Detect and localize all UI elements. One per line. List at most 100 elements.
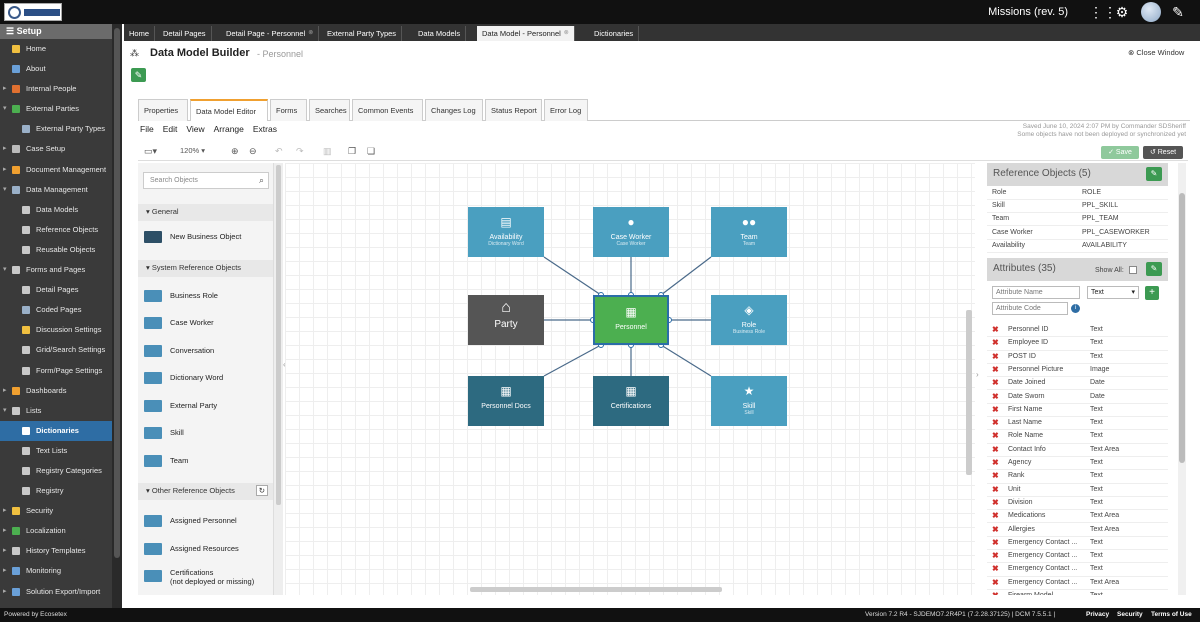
- delete-attribute-icon[interactable]: ✖: [992, 431, 999, 441]
- expand-toggle-icon[interactable]: ▸: [3, 527, 7, 535]
- canvas-vertical-scrollbar[interactable]: [966, 310, 972, 475]
- sidebar-item[interactable]: Reference Objects: [0, 220, 112, 240]
- attribute-name-input[interactable]: Attribute Name: [992, 286, 1080, 299]
- sidebar-item[interactable]: ▸Localization: [0, 521, 112, 541]
- palette-item[interactable]: Business Role: [144, 286, 218, 306]
- canvas-horizontal-scrollbar[interactable]: [470, 587, 722, 592]
- attribute-code-input[interactable]: Attribute Code: [992, 302, 1068, 315]
- terms-link[interactable]: Terms of Use: [1151, 611, 1192, 618]
- delete-attribute-icon[interactable]: ✖: [992, 418, 999, 428]
- expand-toggle-icon[interactable]: ▸: [3, 85, 7, 93]
- to-back-icon[interactable]: ❏: [367, 146, 376, 156]
- palette-item[interactable]: External Party: [144, 396, 217, 416]
- delete-attribute-icon[interactable]: ✖: [992, 471, 999, 481]
- sidebar-item[interactable]: ▸History Templates: [0, 541, 112, 561]
- sidebar-item[interactable]: ▸Security: [0, 501, 112, 521]
- editor-tab[interactable]: Properties: [138, 99, 188, 121]
- sidebar-header[interactable]: ☰ Setup: [0, 24, 112, 39]
- delete-attribute-icon[interactable]: ✖: [992, 564, 999, 574]
- search-objects-input[interactable]: Search Objects⌕: [143, 172, 269, 189]
- delete-attribute-icon[interactable]: ✖: [992, 404, 999, 414]
- menu-item[interactable]: Extras: [252, 124, 277, 134]
- tab-item[interactable]: Dictionaries: [589, 26, 640, 41]
- zoom-in-icon[interactable]: ⊕: [231, 146, 239, 156]
- sidebar-item[interactable]: Registry Categories: [0, 461, 112, 481]
- menu-item[interactable]: View: [186, 124, 205, 134]
- delete-attribute-icon[interactable]: ✖: [992, 497, 999, 507]
- attribute-row[interactable]: ✖Emergency Contact ...Text: [987, 537, 1168, 551]
- user-avatar[interactable]: [1141, 2, 1161, 22]
- collapse-left-handle[interactable]: ‹: [283, 360, 286, 369]
- show-all-toggle[interactable]: Show All:: [1095, 266, 1137, 274]
- connector-line[interactable]: [543, 344, 602, 377]
- diagram-node-certifications[interactable]: ▦Certifications: [593, 376, 669, 426]
- delete-attribute-icon[interactable]: ✖: [992, 524, 999, 534]
- gear-icon[interactable]: ⚙: [1115, 4, 1129, 20]
- sidebar-item[interactable]: Reusable Objects: [0, 240, 112, 260]
- edit-attributes-button[interactable]: ✎: [1146, 262, 1162, 276]
- attribute-row[interactable]: ✖Emergency Contact ...Text: [987, 563, 1168, 577]
- sidebar-item[interactable]: ▸Solution Export/Import: [0, 582, 112, 602]
- apps-grid-icon[interactable]: ⋮⋮: [1089, 4, 1117, 20]
- tab-close-icon[interactable]: ⊗: [308, 30, 314, 36]
- sidebar-item[interactable]: About: [0, 59, 112, 79]
- palette-item[interactable]: Assigned Resources: [144, 539, 239, 559]
- expand-toggle-icon[interactable]: ▸: [3, 567, 7, 575]
- menu-item[interactable]: Edit: [162, 124, 178, 134]
- delete-attribute-icon[interactable]: ✖: [992, 338, 999, 348]
- sidebar-item[interactable]: Discussion Settings: [0, 320, 112, 340]
- zoom-out-icon[interactable]: ⊖: [249, 146, 257, 156]
- sidebar-item[interactable]: Form/Page Settings: [0, 361, 112, 381]
- delete-attribute-icon[interactable]: ✖: [992, 378, 999, 388]
- save-button[interactable]: ✓ Save: [1101, 146, 1139, 159]
- tab-item[interactable]: Detail Pages: [158, 26, 212, 41]
- expand-toggle-icon[interactable]: ▾: [3, 185, 7, 193]
- editor-tab[interactable]: Forms: [270, 99, 307, 121]
- delete-attribute-icon[interactable]: ✖: [992, 391, 999, 401]
- editor-tab[interactable]: Changes Log: [425, 99, 483, 121]
- wrench-icon[interactable]: ✎: [1172, 4, 1184, 20]
- undo-icon[interactable]: ↶: [275, 146, 283, 156]
- delete-attribute-icon[interactable]: ✖: [992, 511, 999, 521]
- attribute-row[interactable]: ✖Firearm ModelText: [987, 590, 1168, 595]
- sidebar-item[interactable]: Coded Pages: [0, 300, 112, 320]
- expand-toggle-icon[interactable]: ▸: [3, 145, 7, 153]
- editor-tab[interactable]: Searches: [309, 99, 350, 121]
- refresh-icon[interactable]: ↻: [255, 485, 268, 496]
- delete-attribute-icon[interactable]: ✖: [992, 444, 999, 454]
- tab-item[interactable]: Detail Page - Personnel⊗: [221, 26, 320, 41]
- delete-attribute-icon[interactable]: ✖: [992, 364, 999, 374]
- sidebar-item[interactable]: ▸Internal People: [0, 79, 112, 99]
- delete-attribute-icon[interactable]: ✖: [992, 577, 999, 587]
- palette-scrollbar[interactable]: [274, 163, 283, 595]
- expand-toggle-icon[interactable]: ▸: [3, 507, 7, 515]
- palette-item[interactable]: Case Worker: [144, 313, 214, 333]
- palette-section-header[interactable]: ▾ Other Reference Objects↻: [138, 483, 273, 500]
- attribute-type-select[interactable]: Text▾: [1087, 286, 1139, 299]
- diagram-node-personnel[interactable]: ▦Personnel: [593, 295, 669, 345]
- tab-item[interactable]: Home: [124, 26, 156, 41]
- palette-item[interactable]: Dictionary Word: [144, 368, 223, 388]
- palette-item[interactable]: Conversation: [144, 341, 214, 361]
- connector-line[interactable]: [660, 256, 712, 296]
- palette-item[interactable]: Assigned Personnel: [144, 511, 237, 531]
- diagram-node-personneldocs[interactable]: ▦Personnel Docs: [468, 376, 544, 426]
- tab-close-icon[interactable]: ⊗: [563, 30, 569, 36]
- palette-item[interactable]: Team: [144, 451, 188, 471]
- attribute-row[interactable]: ✖Emergency Contact ...Text: [987, 550, 1168, 564]
- sidebar-item[interactable]: Data Models: [0, 200, 112, 220]
- to-front-icon[interactable]: ❐: [348, 146, 357, 156]
